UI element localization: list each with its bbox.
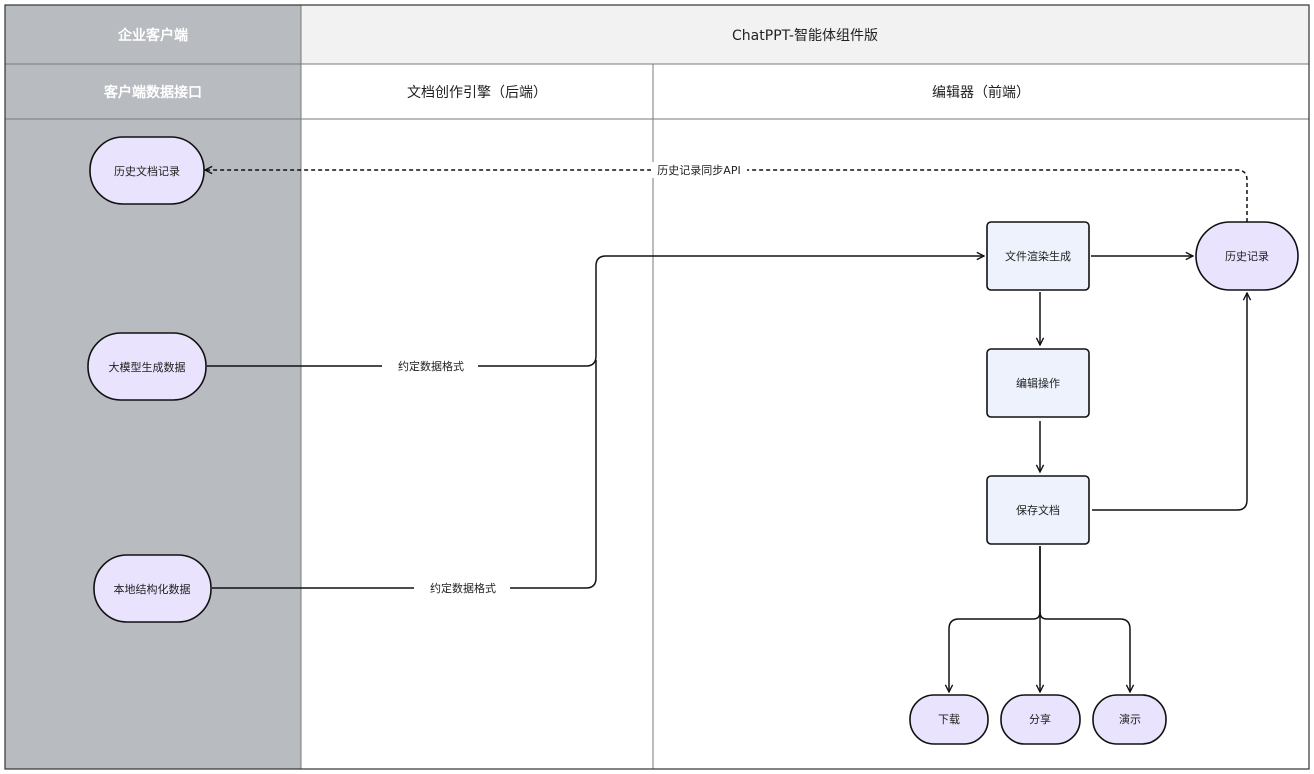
header-left-cell (5, 5, 301, 64)
node-history[interactable]: 历史记录 (1195, 221, 1299, 291)
node-label: 本地结构化数据 (114, 582, 191, 596)
edge-label-sync-api: 历史记录同步API (657, 164, 740, 177)
node-download[interactable]: 下载 (909, 694, 989, 745)
lane-title-frontend: 编辑器（前端） (932, 84, 1030, 101)
node-llm-data[interactable]: 大模型生成数据 (87, 332, 207, 401)
node-edit[interactable]: 编辑操作 (986, 348, 1090, 418)
edge-label-bg (414, 580, 510, 596)
header-main-cell (301, 5, 1309, 64)
header-left-title: 企业客户端 (117, 27, 188, 44)
edge-llm-to-render (207, 256, 984, 367)
node-history-doc[interactable]: 历史文档记录 (89, 136, 205, 205)
node-local-data[interactable]: 本地结构化数据 (93, 554, 212, 623)
edge-save-to-present (1039, 611, 1130, 692)
edge-local-to-render (212, 360, 597, 589)
node-label: 编辑操作 (1016, 376, 1060, 390)
node-share[interactable]: 分享 (1000, 694, 1081, 745)
node-label: 下载 (938, 713, 960, 726)
edge-label-bg (651, 162, 747, 178)
lane-title-backend: 文档创作引擎（后端） (407, 85, 547, 101)
lane-title-client: 客户端数据接口 (103, 84, 202, 101)
node-label: 大模型生成数据 (109, 360, 186, 374)
node-render[interactable]: 文件渲染生成 (986, 221, 1090, 291)
node-label: 分享 (1029, 712, 1051, 726)
edge-label-format1: 约定数据格式 (398, 359, 464, 373)
node-label: 文件渲染生成 (1005, 249, 1071, 263)
diagram-frame (4, 4, 1310, 770)
node-label: 历史记录 (1225, 250, 1269, 263)
edge-save-to-download (949, 546, 1041, 692)
lane-header-frontend (653, 64, 1309, 119)
node-label: 演示 (1119, 712, 1141, 726)
edge-sync-api (205, 170, 1248, 222)
lane-header-client (5, 64, 301, 119)
node-present[interactable]: 演示 (1092, 694, 1167, 745)
lane-client (5, 119, 301, 769)
node-label: 历史文档记录 (114, 164, 180, 178)
edge-label-format2: 约定数据格式 (430, 581, 496, 595)
node-save[interactable]: 保存文档 (986, 475, 1090, 545)
edge-save-to-history (1092, 293, 1247, 511)
header-main-title: ChatPPT-智能体组件版 (732, 28, 878, 44)
lane-header-backend (301, 64, 653, 119)
node-label: 保存文档 (1016, 503, 1060, 517)
edge-label-bg (382, 358, 478, 374)
